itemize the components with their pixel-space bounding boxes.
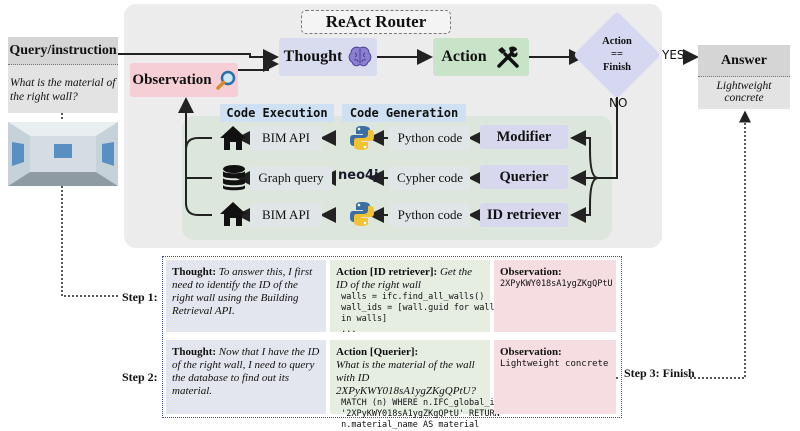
answer-title: Answer xyxy=(698,45,790,77)
database-icon xyxy=(223,165,245,191)
step-2-code: MATCH (n) WHERE n.IFC_global_id = '2XPyK… xyxy=(341,398,510,430)
step-2-label: Step 2: xyxy=(122,370,158,384)
step-1-thought: Thought: To answer this, I first need to… xyxy=(166,260,326,332)
step-1-label: Step 1: xyxy=(122,290,158,304)
query-title: Query/instruction xyxy=(8,37,118,65)
step-2-observation: Observation: Lightweight concrete xyxy=(494,340,616,414)
query-text: What is the material of the right wall? xyxy=(10,77,116,103)
gen-item-python-code: Python code xyxy=(390,203,470,227)
neo4j-logo: neo4j xyxy=(338,168,379,183)
python-icon xyxy=(350,202,374,226)
connectors-top xyxy=(118,49,618,223)
tool-id-retriever: ID retriever xyxy=(480,203,568,227)
gen-item-python-code: Python code xyxy=(390,126,470,150)
python-icon xyxy=(350,126,374,150)
tools-icon xyxy=(496,46,519,68)
thought-node: Thought xyxy=(279,38,377,76)
code-generation-header: Code Generation xyxy=(342,104,466,122)
tool-modifier: Modifier xyxy=(480,125,568,149)
room-render-image xyxy=(8,122,118,186)
exec-item-graph-query: Graph query xyxy=(250,166,332,190)
house-icon xyxy=(220,202,246,226)
step-1-observation: Observation: 2XPyKWY018sA1ygZKgQPtU xyxy=(494,260,616,332)
step-3-label: Step 3: Finish xyxy=(624,366,695,380)
observation-label: Observation xyxy=(132,71,212,88)
step-1-action: Action [ID retriever]: Get the ID of the… xyxy=(330,260,495,335)
tool-querier: Querier xyxy=(480,165,568,189)
action-label: Action xyxy=(441,48,487,65)
query-to-step1-dotted xyxy=(61,186,120,297)
step-1-code: walls = ifc.find_all_walls() wall_ids = … xyxy=(341,292,495,335)
step-2-action: Action [Querier]: What is the material o… xyxy=(330,340,510,430)
decision-text: Action == Finish xyxy=(602,36,632,73)
answer-text: Lightweight concrete xyxy=(716,80,772,104)
steps-frame xyxy=(162,256,622,418)
no-label: NO xyxy=(609,96,628,110)
exec-item-bim-api: BIM API xyxy=(250,203,322,227)
brain-icon xyxy=(349,46,372,67)
step-2-thought: Thought: Now that I have the ID of the r… xyxy=(166,340,326,414)
finish-to-answer-dotted xyxy=(690,110,751,379)
router-title: ReAct Router xyxy=(301,10,451,34)
code-execution-header: Code Execution xyxy=(220,104,334,122)
house-icon xyxy=(220,126,246,150)
magnifier-icon xyxy=(215,70,235,90)
yes-label: YES xyxy=(662,48,685,62)
action-node: Action xyxy=(433,38,529,76)
thought-label: Thought xyxy=(283,48,343,65)
observation-node: Observation xyxy=(130,63,238,97)
exec-item-bim-api: BIM API xyxy=(250,126,322,150)
gen-item-cypher-code: Cypher code xyxy=(390,166,470,190)
